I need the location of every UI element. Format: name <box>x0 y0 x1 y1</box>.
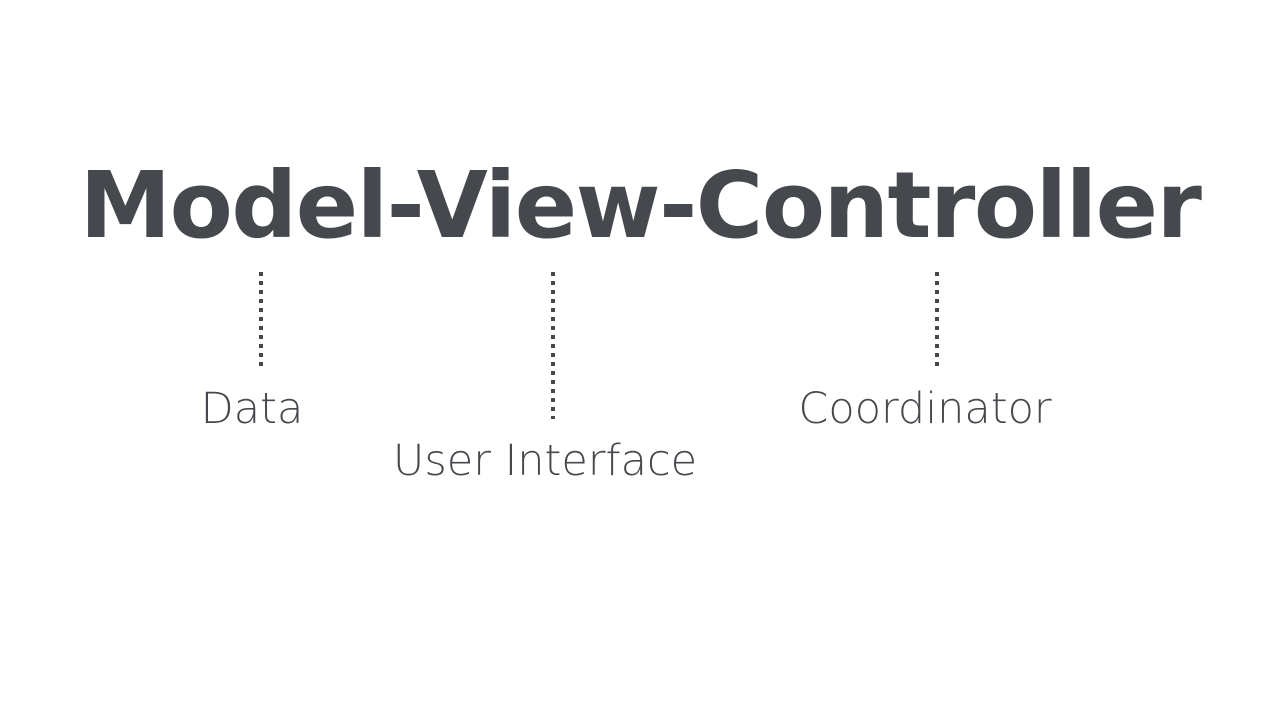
connector-line-model <box>259 272 263 369</box>
connector-line-controller <box>935 272 939 369</box>
annotation-label-view: User Interface <box>392 436 698 486</box>
annotation-label-model: Data <box>200 384 304 434</box>
page-title: Model-View-Controller <box>79 152 1202 259</box>
annotation-label-controller: Coordinator <box>798 384 1052 434</box>
connector-line-view <box>551 272 555 419</box>
